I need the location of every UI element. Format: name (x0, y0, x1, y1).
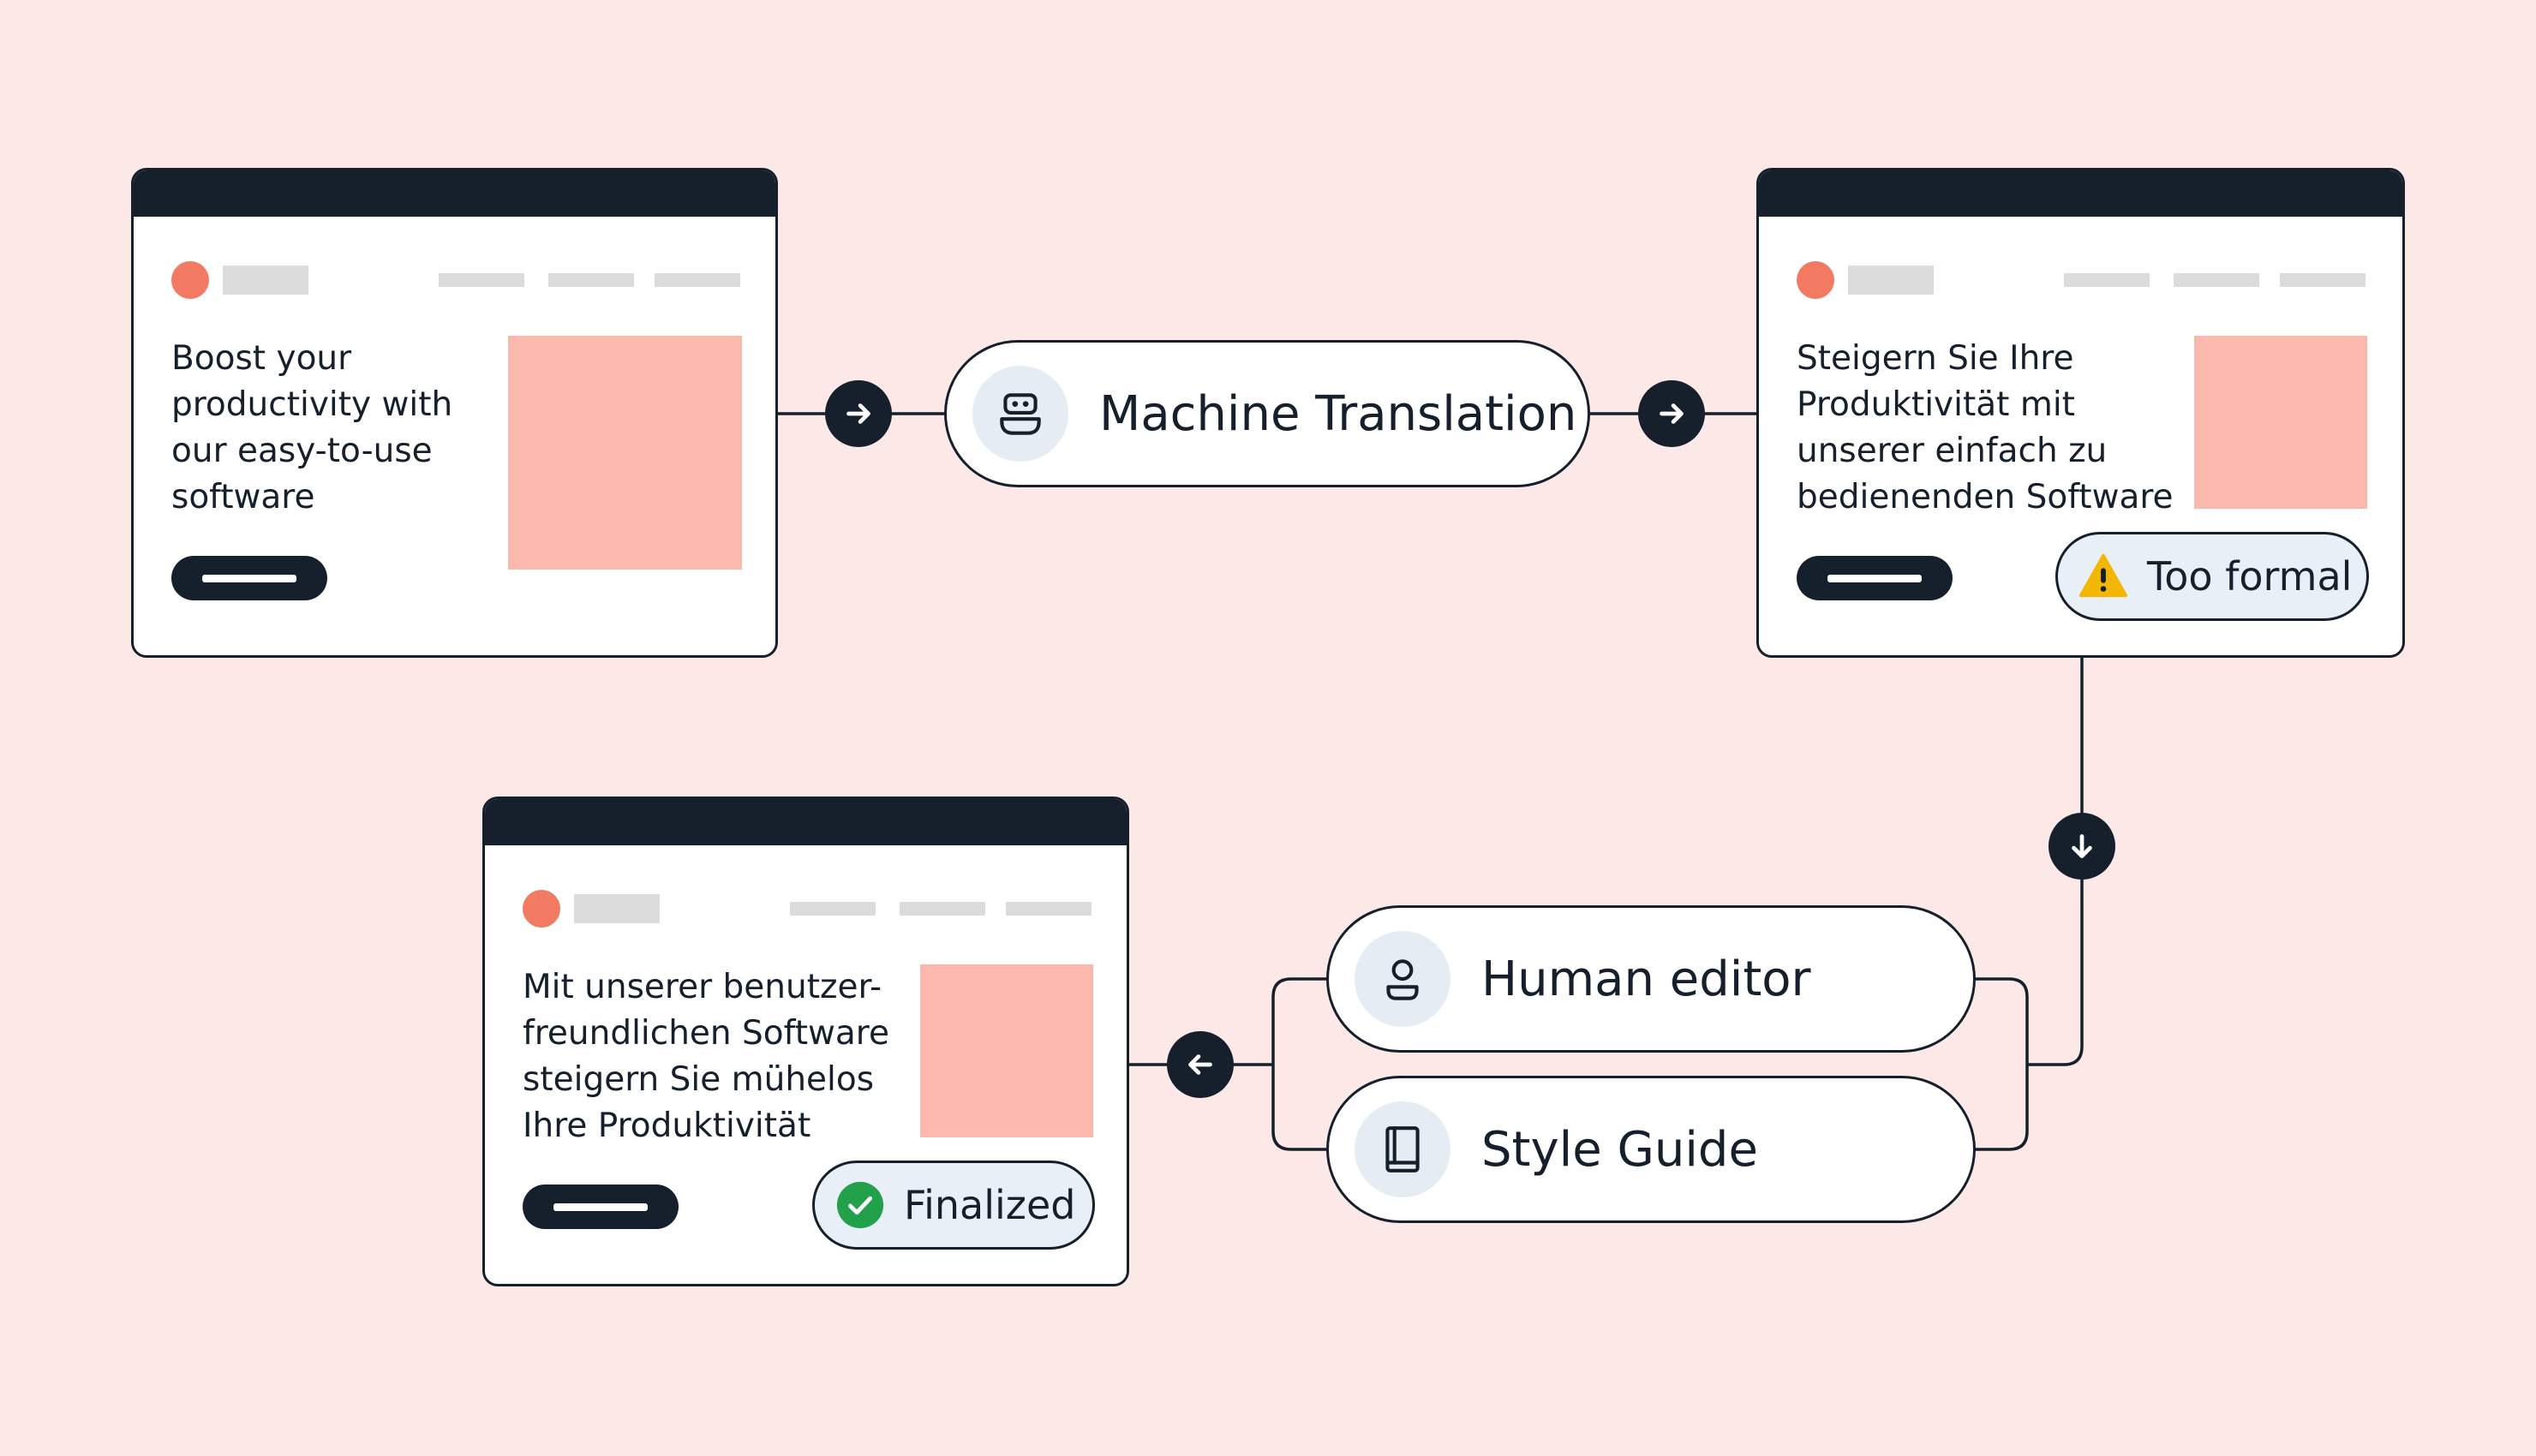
too-formal-badge: Too formal (2055, 532, 2369, 621)
human-editor-label: Human editor (1481, 951, 1811, 1007)
image-placeholder (508, 336, 742, 570)
logo-placeholder (574, 894, 660, 923)
logo-dot (523, 890, 560, 928)
logo-placeholder (223, 266, 308, 295)
image-placeholder (920, 964, 1093, 1137)
cta-button-placeholder (171, 556, 327, 600)
nav-placeholder-1 (2064, 273, 2150, 287)
too-formal-label: Too formal (2147, 553, 2353, 600)
nav-placeholder-3 (655, 273, 740, 287)
nav-placeholder-2 (2174, 273, 2259, 287)
nav-placeholder-1 (439, 273, 524, 287)
arrow-down-icon (2072, 834, 2092, 858)
nav-placeholder-3 (1006, 902, 1092, 916)
cta-button-placeholder (523, 1184, 679, 1229)
arrow-right-icon (1660, 403, 1684, 424)
arrow-right-icon (846, 403, 870, 424)
logo-placeholder (1848, 266, 1934, 295)
cta-button-placeholder (1797, 556, 1953, 600)
book-icon (1385, 1126, 1420, 1173)
finalized-badge: Finalized (812, 1161, 1095, 1250)
machine-translation-step: Machine Translation (944, 340, 1590, 487)
window-titlebar (1759, 170, 2402, 217)
nav-placeholder-1 (790, 902, 876, 916)
final-text: Mit unserer benutzer- freundlichen Softw… (523, 968, 889, 1145)
arrow-down-button (2049, 813, 2115, 880)
finalized-label: Finalized (904, 1182, 1076, 1228)
arrow-left-button (1167, 1031, 1234, 1098)
translated-webpage-window: Steigern Sie Ihre Produktivität mit unse… (1756, 168, 2405, 658)
person-icon (1386, 959, 1419, 1000)
image-placeholder (2194, 336, 2367, 509)
arrow-left-icon (1188, 1054, 1212, 1075)
source-text: Boost your productivity with our easy-to… (171, 339, 453, 516)
style-guide-step: Style Guide (1326, 1076, 1976, 1223)
human-editor-step: Human editor (1326, 905, 1976, 1053)
arrow-right-button-1 (825, 380, 892, 447)
style-guide-label: Style Guide (1481, 1121, 1758, 1178)
nav-placeholder-2 (548, 273, 634, 287)
logo-dot (1797, 261, 1834, 299)
nav-placeholder-2 (900, 902, 985, 916)
nav-placeholder-3 (2280, 273, 2366, 287)
warning-icon (2078, 553, 2128, 598)
arrow-right-button-2 (1638, 380, 1705, 447)
logo-dot (171, 261, 209, 299)
machine-translation-label: Machine Translation (1099, 385, 1577, 442)
final-webpage-window: Mit unserer benutzer- freundlichen Softw… (482, 797, 1129, 1286)
window-titlebar (134, 170, 775, 217)
robot-icon (1000, 393, 1041, 435)
source-webpage-window: Boost your productivity with our easy-to… (131, 168, 778, 658)
check-circle-icon (836, 1181, 884, 1229)
translated-text: Steigern Sie Ihre Produktivität mit unse… (1797, 339, 2174, 516)
window-titlebar (485, 799, 1127, 845)
